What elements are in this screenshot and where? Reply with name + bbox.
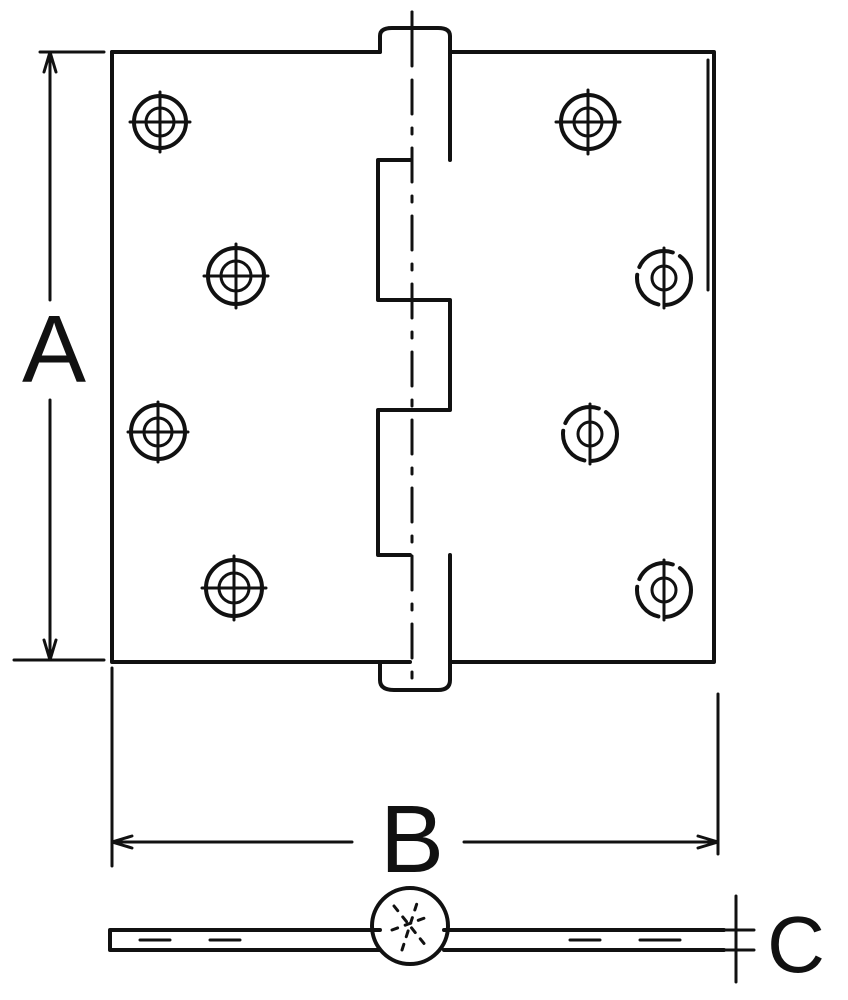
screw-hole	[635, 558, 693, 622]
screw-hole	[200, 554, 268, 622]
edge-profile	[108, 886, 726, 966]
dimension-c: C	[718, 894, 825, 989]
screw-hole	[126, 400, 190, 464]
screw-hole	[128, 90, 192, 154]
dimension-label-b: B	[380, 786, 444, 893]
dimension-label-c: C	[767, 900, 825, 989]
screw-holes	[126, 88, 693, 622]
screw-hole	[561, 402, 619, 466]
dimension-label-a: A	[22, 296, 86, 403]
knuckle-pin	[378, 10, 452, 692]
screw-hole	[635, 246, 693, 310]
dimension-b: B	[110, 666, 720, 893]
right-leaf	[408, 50, 716, 664]
left-leaf	[110, 50, 412, 664]
pin-cross-section	[370, 886, 450, 966]
screw-hole	[554, 88, 622, 156]
dimension-a: A	[12, 50, 106, 662]
screw-hole	[202, 242, 270, 310]
